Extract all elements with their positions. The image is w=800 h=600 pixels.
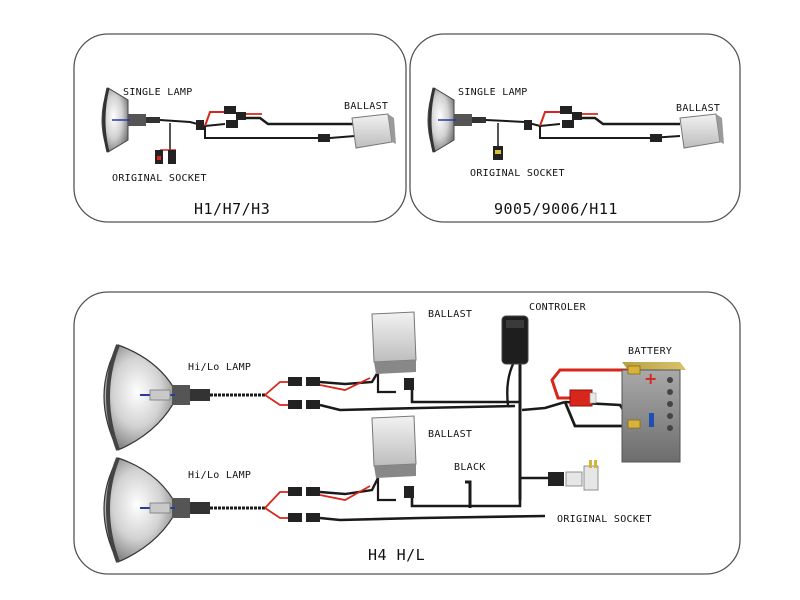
controller-label: CONTROLER bbox=[529, 302, 587, 313]
connector-icon bbox=[288, 377, 414, 522]
ballast-icon bbox=[679, 113, 724, 149]
connector-icon bbox=[524, 106, 662, 142]
battery-plus-symbol: + bbox=[644, 369, 657, 388]
ballast-icon bbox=[371, 415, 417, 478]
controller-icon bbox=[501, 315, 529, 365]
socket-icon bbox=[155, 150, 176, 164]
battery-label: BATTERY bbox=[628, 346, 672, 357]
top-right-socket-label: ORIGINAL SOCKET bbox=[470, 168, 565, 179]
lamp-icon bbox=[103, 344, 210, 451]
panel-top-left bbox=[73, 33, 407, 223]
ballast-top-label: BALLAST bbox=[428, 309, 472, 320]
wiring-top-right bbox=[485, 111, 681, 146]
battery-icon bbox=[621, 362, 686, 463]
lamp-icon bbox=[103, 457, 210, 563]
panel-top-right bbox=[409, 33, 741, 223]
bottom-caption: H4 H/L bbox=[368, 546, 425, 564]
top-right-lamp-label: SINGLE LAMP bbox=[458, 87, 528, 98]
top-left-caption: H1/H7/H3 bbox=[194, 200, 270, 218]
lamp-top-label: Hi/Lo LAMP bbox=[188, 362, 251, 373]
top-left-ballast-label: BALLAST bbox=[344, 101, 388, 112]
ballast-icon bbox=[351, 113, 396, 149]
fuse-icon bbox=[569, 389, 597, 407]
lamp-icon bbox=[427, 87, 486, 153]
black-wire-label: BLACK bbox=[454, 462, 486, 473]
ballast-icon bbox=[371, 311, 417, 374]
original-socket-label: ORIGINAL SOCKET bbox=[557, 514, 652, 525]
top-right-caption: 9005/9006/H11 bbox=[494, 200, 618, 218]
wiring-bottom bbox=[210, 361, 632, 522]
battery-minus-symbol bbox=[649, 413, 654, 427]
top-right-ballast-label: BALLAST bbox=[676, 103, 720, 114]
top-left-lamp-label: SINGLE LAMP bbox=[123, 87, 193, 98]
socket-icon bbox=[548, 460, 599, 491]
connector-icon bbox=[196, 106, 330, 142]
top-left-socket-label: ORIGINAL SOCKET bbox=[112, 173, 207, 184]
socket-icon bbox=[493, 146, 503, 160]
ballast-bottom-label: BALLAST bbox=[428, 429, 472, 440]
lamp-bottom-label: Hi/Lo LAMP bbox=[188, 470, 251, 481]
lamp-icon bbox=[101, 87, 160, 153]
